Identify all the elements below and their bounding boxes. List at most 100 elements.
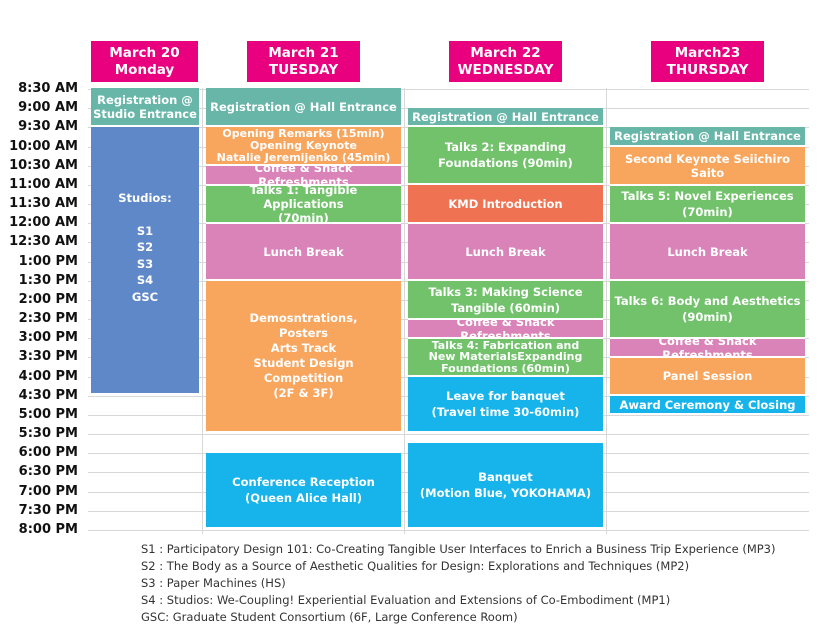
session-line: Lunch Break (465, 244, 546, 259)
session-thursday-panel: Panel Session (610, 358, 805, 396)
time-gridline (88, 434, 809, 435)
day-weekday: WEDNESDAY (457, 61, 554, 78)
time-label: 6:30 PM (18, 464, 78, 479)
note-s3: S3 : Paper Machines (HS) (141, 576, 286, 590)
day-date: March 22 (470, 44, 541, 61)
session-wednesday-kmd: KMD Introduction (408, 185, 603, 224)
session-line: Coffee & Snack Refreshments (456, 320, 555, 339)
time-label: 8:30 AM (18, 81, 78, 96)
time-gridline (88, 89, 809, 90)
time-label: 3:00 PM (18, 330, 78, 345)
session-line: S2 (136, 240, 154, 254)
day-weekday: TUESDAY (268, 61, 339, 78)
session-tuesday-opening: Opening Remarks (15min) Opening Keynote … (206, 127, 401, 166)
note-gsc: GSC: Graduate Student Consortium (6F, La… (141, 610, 518, 624)
time-label: 6:00 PM (18, 445, 78, 460)
session-wednesday-talks-4: Talks 4: Fabrication and New MaterialsEx… (408, 339, 603, 377)
note-s1: S1 : Participatory Design 101: Co-Creati… (141, 542, 776, 556)
session-line: Talks 3: Making Science (428, 284, 583, 299)
session-wednesday-banquet: Banquet (Motion Blue, YOKOHAMA) (408, 443, 603, 529)
session-line: Talks 2: Expanding (444, 140, 567, 154)
session-line: Coffee & Snack Refreshments (254, 166, 353, 186)
session-tuesday-reception: Conference Reception (Queen Alice Hall) (206, 453, 401, 529)
session-line: (2F & 3F) (273, 386, 334, 400)
time-label: 7:30 PM (18, 503, 78, 518)
session-line: (70min) (278, 211, 329, 224)
session-line: Talks 6: Body and Aesthetics (614, 294, 801, 308)
session-wednesday-talks-3: Talks 3: Making Science Tangible (60min) (408, 281, 603, 320)
session-thursday-registration: Registration @ Hall Entrance (610, 127, 805, 147)
studio-notes: S1 : Participatory Design 101: Co-Creati… (141, 541, 775, 626)
time-label: 11:30 AM (9, 196, 78, 211)
session-line: Foundations (90min) (438, 156, 573, 170)
session-line: S3 (136, 256, 154, 271)
session-line: Talks 1: Tangible Applications (249, 186, 358, 211)
time-label: 5:00 PM (18, 407, 78, 422)
time-label: 9:00 AM (18, 100, 78, 115)
day-header-march-22: March 22 WEDNESDAY (449, 41, 562, 82)
day-weekday: THURSDAY (666, 61, 749, 78)
session-line: Coffee & Snack Refreshments (658, 339, 757, 358)
session-line: Banquet (478, 470, 533, 484)
session-monday-studios: Studios: S1 S2 S3 S4 GSC (91, 127, 199, 395)
session-line: Tangible (60min) (450, 300, 561, 315)
time-label: 1:30 PM (18, 273, 78, 288)
session-line: S4 (136, 273, 154, 287)
session-line: Student Design (253, 356, 354, 370)
session-line: GSC (131, 289, 159, 304)
session-line: (70min) (682, 205, 733, 219)
time-label: 12:00 AM (9, 215, 78, 230)
session-line: Conference Reception (232, 475, 375, 489)
session-line: Registration @ Hall Entrance (210, 99, 397, 114)
session-line: Registration @ Hall Entrance (614, 129, 801, 143)
session-monday-registration: Registration @ Studio Entrance (91, 88, 199, 127)
session-tuesday-lunch: Lunch Break (206, 224, 401, 281)
time-label: 2:30 PM (18, 311, 78, 326)
time-gridline (88, 530, 809, 531)
session-line: Registration @ Hall Entrance (412, 109, 599, 124)
session-line: Talks 4: Fabrication and (431, 339, 580, 352)
session-line: S1 (136, 223, 154, 238)
session-line: Lunch Break (667, 244, 748, 259)
time-label: 4:30 PM (18, 388, 78, 403)
session-line: Competition (263, 371, 344, 385)
session-line: Studio Entrance (93, 106, 197, 121)
session-tuesday-talks-1: Talks 1: Tangible Applications (70min) (206, 186, 401, 224)
session-line: Arts Track (270, 341, 337, 355)
session-thursday-lunch: Lunch Break (610, 224, 805, 281)
session-line: (90min) (682, 310, 733, 324)
day-date: March 20 (109, 44, 180, 61)
time-label: 9:30 AM (18, 119, 78, 134)
session-line: New MaterialsExpanding (428, 350, 583, 364)
session-line: Studios: (118, 191, 172, 205)
time-label: 11:00 AM (9, 177, 78, 192)
session-wednesday-coffee: Coffee & Snack Refreshments (408, 320, 603, 339)
session-thursday-keynote: Second Keynote Seiichiro Saito (610, 147, 805, 186)
session-tuesday-coffee: Coffee & Snack Refreshments (206, 166, 401, 186)
time-label: 7:00 PM (18, 484, 78, 499)
session-line: Foundations (60min) (441, 361, 570, 375)
session-line: Panel Session (662, 369, 753, 383)
session-line: Award Ceremony & Closing (619, 397, 796, 412)
session-wednesday-lunch: Lunch Break (408, 224, 603, 281)
session-thursday-talks-5: Talks 5: Novel Experiences (70min) (610, 186, 805, 224)
day-header-march-20: March 20 Monday (91, 41, 198, 82)
note-s4: S4 : Studios: We-Coupling! Experiential … (141, 593, 671, 607)
time-label: 12:30 AM (9, 234, 78, 249)
day-date: March 21 (268, 44, 339, 61)
session-line: Registration @ (97, 92, 193, 107)
time-label: 4:00 PM (18, 369, 78, 384)
session-line: Lunch Break (263, 244, 344, 259)
session-wednesday-registration: Registration @ Hall Entrance (408, 108, 603, 127)
column-divider (202, 88, 203, 534)
session-wednesday-talks-2: Talks 2: Expanding Foundations (90min) (408, 127, 603, 185)
session-wednesday-leave: Leave for banquet (Travel time 30-60min) (408, 377, 603, 433)
session-line: Leave for banquet (446, 389, 565, 403)
session-line: Natalie Jeremijenko (45min) (216, 150, 391, 164)
session-line: Opening Keynote (250, 138, 357, 152)
session-thursday-award: Award Ceremony & Closing (610, 396, 805, 415)
session-line: Demosntrations, (249, 311, 358, 325)
time-label: 2:00 PM (18, 292, 78, 307)
time-label: 1:00 PM (18, 254, 78, 269)
session-line: (Motion Blue, YOKOHAMA) (419, 486, 592, 500)
